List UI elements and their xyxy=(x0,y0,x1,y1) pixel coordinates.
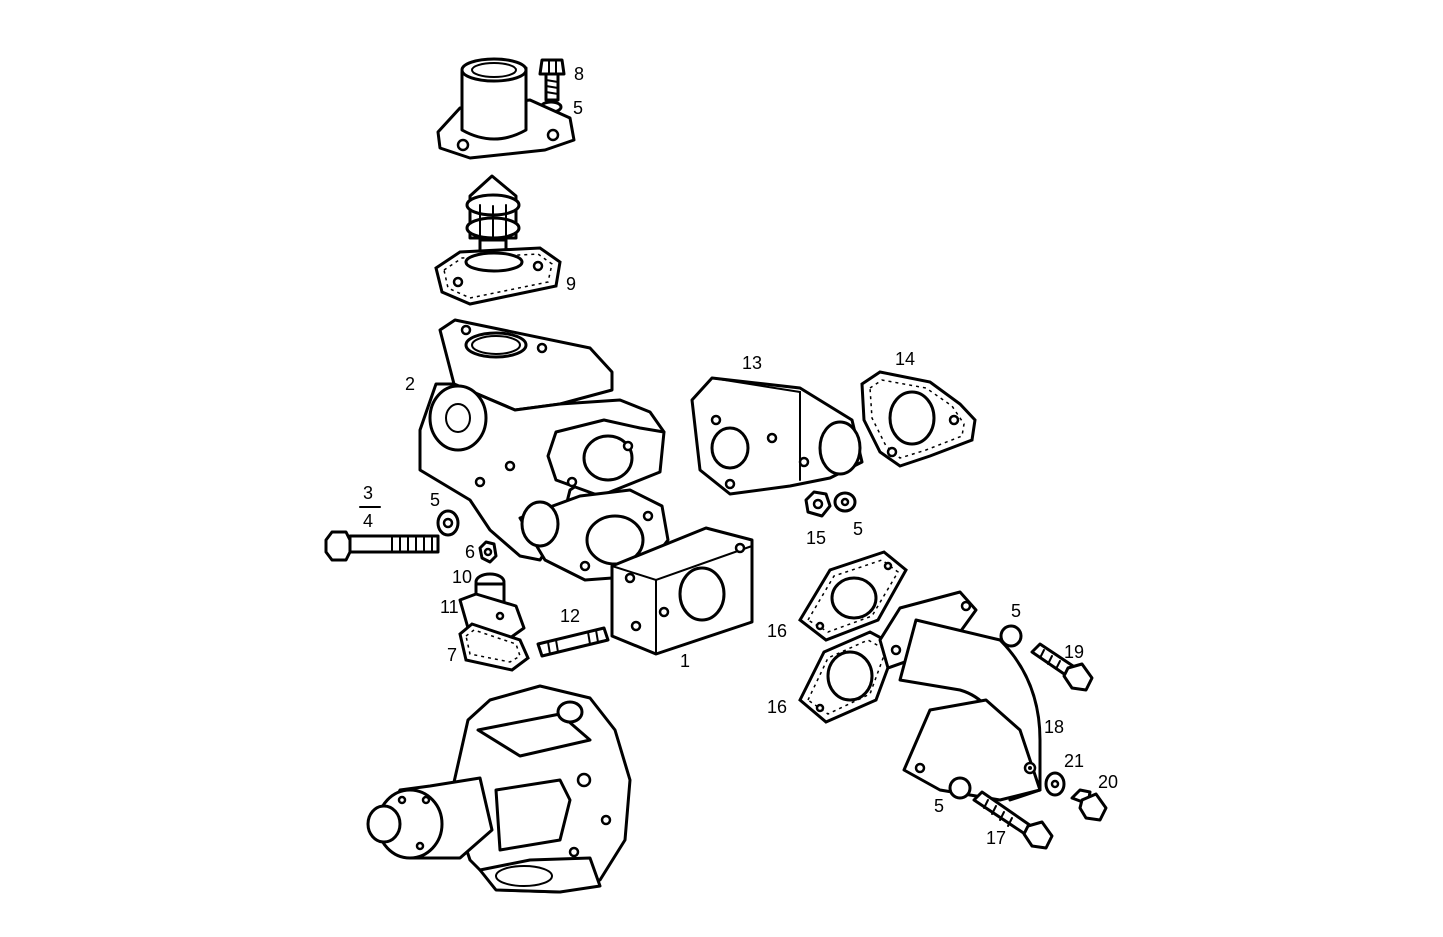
callout-5-top: 5 xyxy=(573,98,583,118)
thermostat xyxy=(465,174,521,258)
callout-6: 6 xyxy=(465,542,475,562)
callout-8: 8 xyxy=(574,64,584,84)
callout-9: 9 xyxy=(566,274,576,294)
part-10-11-7-outlet xyxy=(458,572,530,672)
part-18-elbow-pipe xyxy=(878,590,1042,802)
part-17-bolt xyxy=(972,790,1054,850)
callout-13: 13 xyxy=(742,353,762,373)
callout-5-mid: 5 xyxy=(853,519,863,539)
callout-7: 7 xyxy=(447,645,457,665)
callout-19: 19 xyxy=(1064,642,1084,662)
callout-12: 12 xyxy=(560,606,580,626)
part-5-washer-right-bottom xyxy=(948,776,972,800)
callout-16-upper: 16 xyxy=(767,621,787,641)
callout-5-right-bottom: 5 xyxy=(934,796,944,816)
callout-11: 11 xyxy=(440,597,459,617)
callout-3: 3 xyxy=(363,483,373,503)
part-13-spacer xyxy=(690,376,864,496)
callout-20: 20 xyxy=(1098,772,1118,792)
part-8-bolt xyxy=(538,58,566,102)
part-16-gasket-upper xyxy=(798,550,908,642)
callout-2: 2 xyxy=(405,374,415,394)
part-5-washer-right-top xyxy=(999,624,1023,648)
part-9-gasket xyxy=(434,246,562,306)
part-15-nut xyxy=(804,490,832,518)
callout-17: 17 xyxy=(986,828,1006,848)
callout-4: 4 xyxy=(363,511,373,531)
water-pump xyxy=(366,684,632,894)
part-20-plug xyxy=(1070,788,1108,822)
callout-18: 18 xyxy=(1044,717,1064,737)
callout-5-left: 5 xyxy=(430,490,440,510)
part-14-gasket xyxy=(860,370,977,468)
part-2-main-housing xyxy=(418,318,670,582)
callout-10: 10 xyxy=(452,567,472,587)
part-6 xyxy=(478,540,498,564)
part-19-bolt xyxy=(1030,642,1094,692)
callout-21: 21 xyxy=(1064,751,1084,771)
part-12-stud xyxy=(536,626,610,658)
callout-16-lower: 16 xyxy=(767,697,787,717)
callout-5-right-top: 5 xyxy=(1011,601,1021,621)
callout-14: 14 xyxy=(895,349,915,369)
thermostat-cover xyxy=(436,57,576,160)
part-3-4-bolt xyxy=(324,530,440,562)
part-1-flange-block xyxy=(610,526,754,656)
callout-15: 15 xyxy=(806,528,826,548)
callout-1: 1 xyxy=(680,651,690,671)
